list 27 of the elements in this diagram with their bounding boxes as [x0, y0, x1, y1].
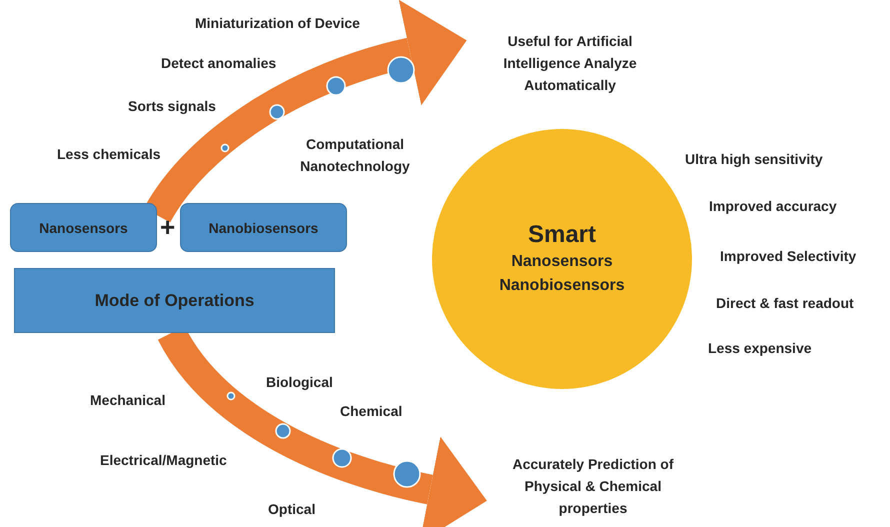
node-text: Nanosensors Nanobiosensors — [498, 252, 626, 296]
label: Improved accuracy — [709, 197, 837, 216]
label: Direct & fast readout — [716, 294, 854, 313]
node-text: Useful for Artificial Intelligence Analyze Automatically — [502, 32, 638, 95]
node-text: Mode of Operations — [94, 290, 254, 312]
label: Mechanical — [90, 391, 166, 410]
label: Electrical/Magnetic — [100, 451, 227, 470]
label: Less chemicals — [57, 145, 161, 164]
process-box — [180, 203, 347, 252]
curved-arrow — [144, 0, 466, 224]
label: Miniaturization of Device — [195, 14, 360, 33]
node-text: Accurately Prediction of Physical & Chemical properties — [511, 455, 675, 518]
label: Ultra high sensitivity — [685, 150, 823, 169]
label: Detect anomalies — [161, 54, 276, 73]
label: Computational Nanotechnology — [299, 135, 411, 176]
process-box — [10, 203, 157, 252]
label: Less expensive — [708, 339, 812, 358]
label: Sorts signals — [128, 97, 216, 116]
process-box — [14, 268, 335, 333]
label: Chemical — [340, 402, 402, 421]
label: Optical — [268, 500, 316, 519]
label: Improved Selectivity — [720, 247, 856, 266]
label: Biological — [266, 373, 333, 392]
node-heading: Smart — [528, 220, 596, 250]
node-text: Nanosensors — [39, 218, 128, 238]
plus-sign: + — [160, 212, 176, 242]
node-text: Nanobiosensors — [208, 218, 318, 238]
